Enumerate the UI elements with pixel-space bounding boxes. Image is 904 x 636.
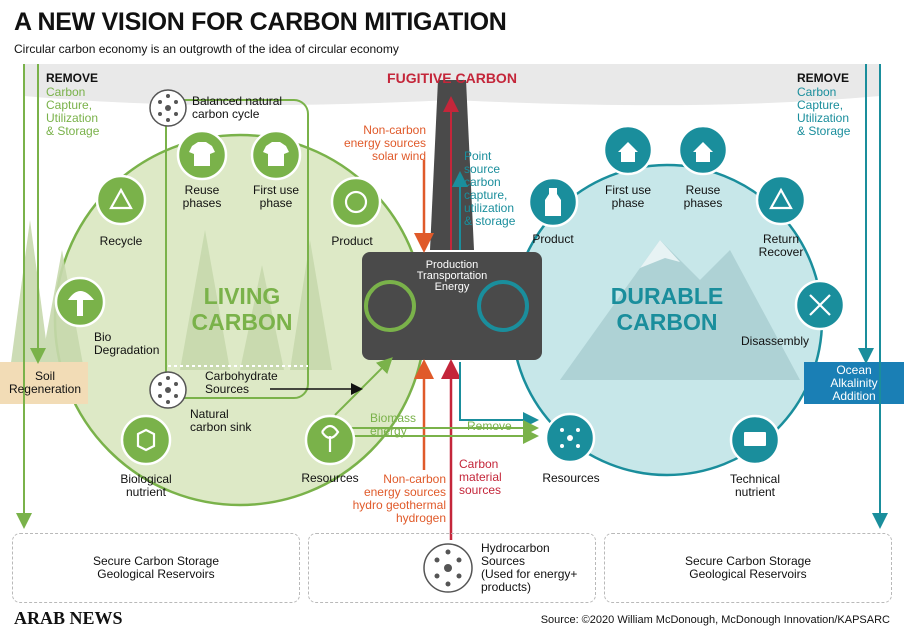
shirt-icon (189, 142, 215, 166)
balanced-cycle-loop (165, 99, 309, 399)
tools-icon (809, 294, 831, 316)
page-title: A NEW VISION FOR CARBON MITIGATION (14, 8, 507, 36)
mushroom-icon (68, 291, 94, 316)
spool-icon (344, 190, 368, 214)
recycle-node (95, 174, 147, 226)
storage-center-box (308, 533, 596, 603)
remove-label: Remove (467, 419, 512, 433)
product-node (330, 176, 382, 228)
mountain-illustration (560, 240, 800, 380)
storage-left-box (12, 533, 300, 603)
product-label: Product (331, 234, 373, 248)
disassembly-label: Disassembly (740, 334, 809, 348)
storage-right-box (604, 533, 892, 603)
recycle-icon (109, 187, 133, 210)
page-subtitle: Circular carbon economy is an outgrowth … (14, 42, 399, 56)
recycle-label: Recycle (99, 234, 143, 248)
resources-label: Resources (301, 471, 359, 485)
remove-left-label: REMOVE (46, 71, 99, 85)
bionutrient-node (120, 414, 172, 466)
soil-band (0, 362, 88, 404)
remove-right-label: REMOVE (797, 71, 850, 85)
ocean-band (804, 362, 904, 404)
hexagon-icon (136, 428, 156, 452)
durable-resources-label: Resources (542, 471, 600, 485)
factory-box (362, 252, 542, 360)
shirt-icon-2 (263, 142, 289, 166)
brand-logo: ARAB NEWS (14, 608, 123, 628)
house-icon (618, 142, 638, 162)
durable-product-label: Product (532, 232, 574, 246)
source-note: Source: ©2020 William McDonough, McDonou… (540, 614, 890, 626)
house-icon-2 (693, 142, 713, 162)
bottle-icon (545, 188, 561, 216)
laptop-icon (744, 432, 766, 446)
tree-icon (321, 424, 340, 452)
recycle-icon-2 (769, 187, 793, 210)
return-node (755, 174, 807, 226)
fugitive-label: FUGITIVE CARBON (387, 70, 517, 86)
